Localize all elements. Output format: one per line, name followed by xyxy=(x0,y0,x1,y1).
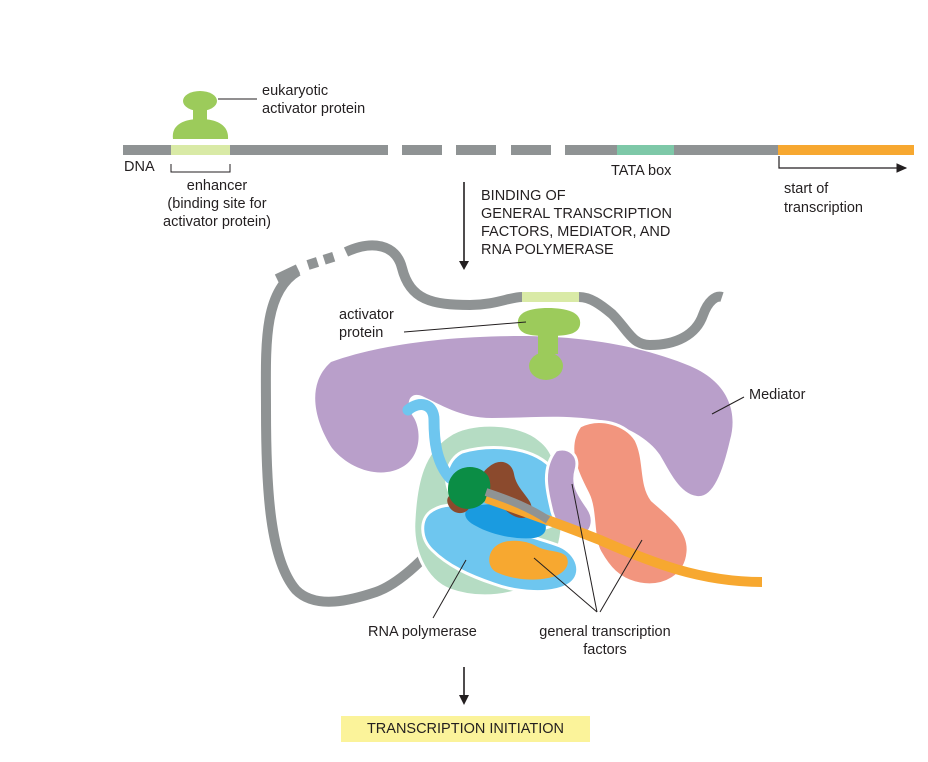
leader-lines xyxy=(403,321,745,619)
start-label-1: start of xyxy=(784,181,829,197)
activator-top-label-2: activator protein xyxy=(262,101,366,117)
blue-tail xyxy=(402,399,456,484)
activator-label-1: activator xyxy=(339,307,394,323)
tata-box-segment xyxy=(617,145,674,155)
gtf-label-2: factors xyxy=(583,642,627,658)
binding-label-1: BINDING OF xyxy=(481,188,566,204)
transcription-initiation-banner: TRANSCRIPTION INITIATION xyxy=(341,716,590,742)
enhancer-label-2: (binding site for xyxy=(167,196,267,212)
activator-protein-icon xyxy=(172,91,229,139)
rna-polymerase-label: RNA polymerase xyxy=(368,624,477,640)
enhancer-label-3: activator protein) xyxy=(163,214,271,230)
gtf-lavender xyxy=(544,447,594,538)
activator-top-label-1: eukaryotic xyxy=(262,83,329,99)
gtf-dark-green xyxy=(448,467,491,509)
enhancer-segment xyxy=(171,145,230,155)
looped-dna xyxy=(260,240,724,607)
mediator-shape xyxy=(315,336,733,497)
start-arrow xyxy=(778,156,908,173)
transcribed-dna-loop xyxy=(484,493,763,587)
enhancer-label-1: enhancer xyxy=(186,178,248,194)
down-arrow-icon xyxy=(459,182,469,270)
transcribed-region xyxy=(778,145,914,155)
dna-label: DNA xyxy=(124,159,155,175)
binding-label-4: RNA POLYMERASE xyxy=(481,242,614,258)
binding-label-3: FACTORS, MEDIATOR, AND xyxy=(481,224,671,240)
enhancer-bracket xyxy=(170,164,231,173)
tata-box-label: TATA box xyxy=(611,163,672,179)
mediator-label: Mediator xyxy=(749,387,806,403)
gtf-label-1: general transcription xyxy=(539,624,671,640)
transcription-initiation-label: TRANSCRIPTION INITIATION xyxy=(366,721,565,737)
down-arrow-icon xyxy=(459,667,469,705)
dna-entering-polymerase xyxy=(484,488,551,524)
activator-protein-icon xyxy=(517,308,581,380)
binding-label-2: GENERAL TRANSCRIPTION xyxy=(481,206,672,222)
activator-label-2: protein xyxy=(339,325,384,341)
start-label-2: transcription xyxy=(784,200,863,216)
